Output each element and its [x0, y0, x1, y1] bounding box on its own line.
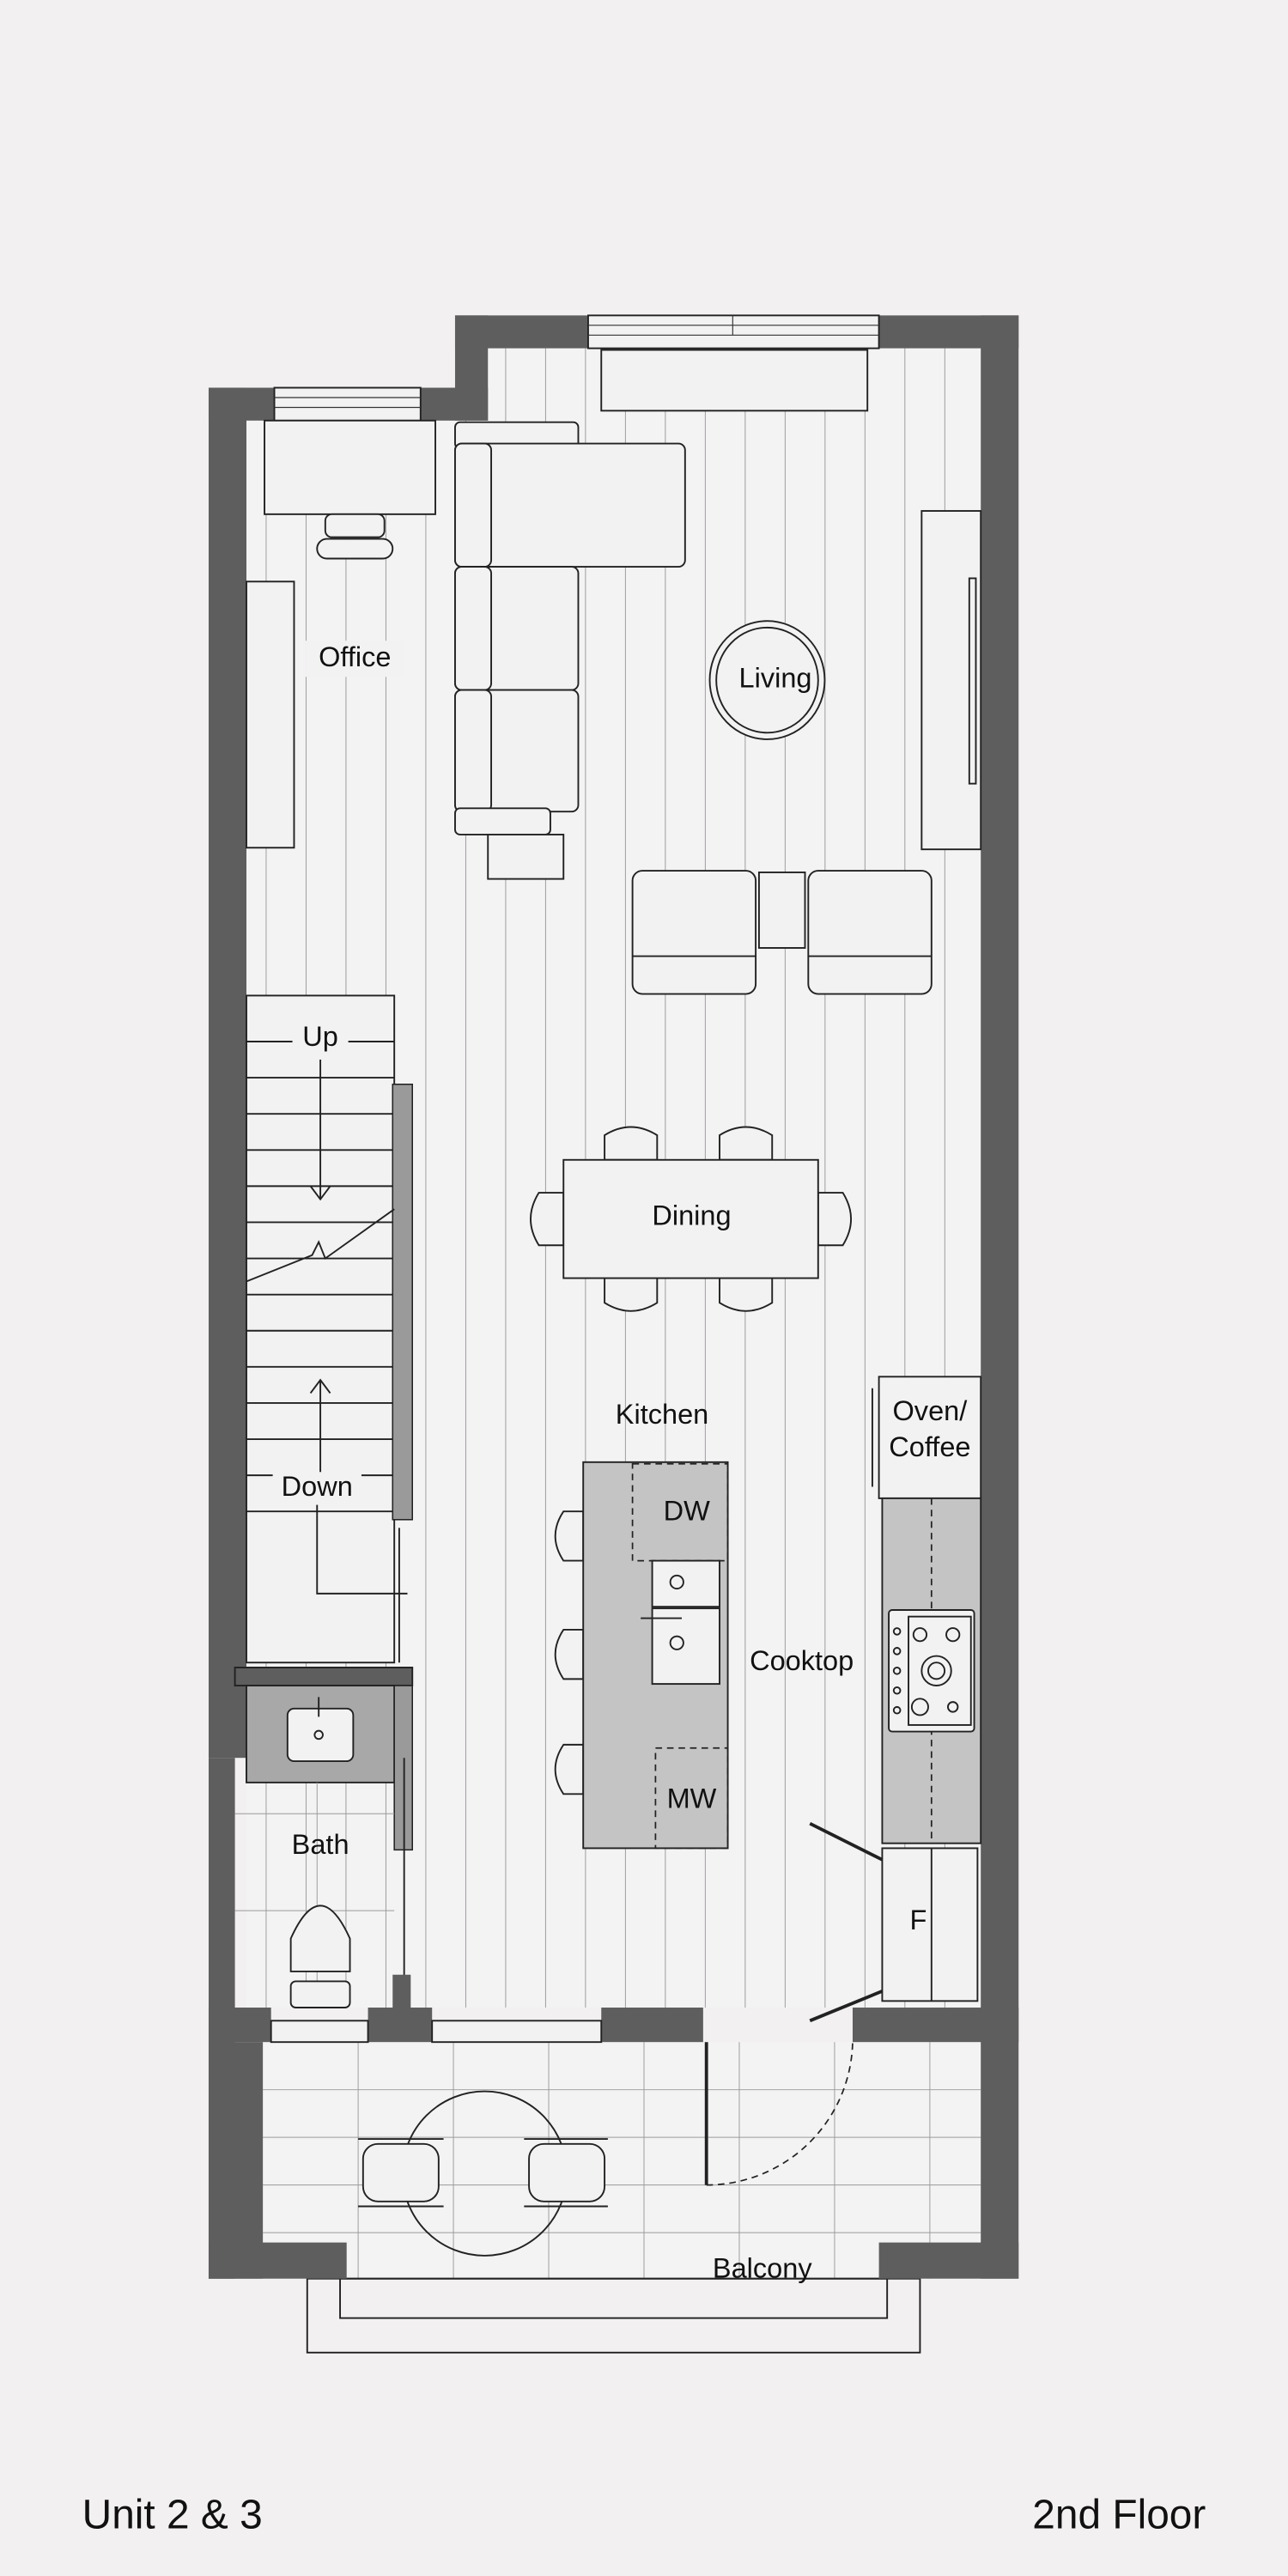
coffee-table — [708, 620, 826, 740]
dining-table — [562, 1158, 819, 1279]
ottoman — [487, 833, 565, 880]
kitchen — [554, 1376, 982, 2186]
fridge — [881, 1847, 979, 2002]
label-office: Office — [319, 641, 391, 672]
bath — [234, 1667, 414, 2008]
tv — [968, 577, 977, 785]
label-kitchen: Kitchen — [616, 1399, 708, 1430]
office-shelf — [246, 580, 295, 849]
desk — [264, 419, 436, 515]
dishwasher — [631, 1462, 729, 1562]
sectional-sofa — [454, 421, 686, 880]
sink — [651, 1559, 720, 1608]
walls — [208, 314, 1019, 2279]
label-microwave: MW — [667, 1783, 717, 1814]
oven-coffee — [878, 1376, 982, 1499]
floor-label: 2nd Floor — [1032, 2493, 1206, 2538]
living — [454, 349, 982, 995]
cooktop — [888, 1609, 975, 1733]
window — [431, 2020, 603, 2044]
bar-stools — [554, 1510, 585, 1795]
office-chair — [324, 513, 386, 538]
window — [270, 2020, 369, 2044]
sink — [286, 1707, 355, 1762]
dining-chairs — [530, 1126, 852, 1312]
side-table — [757, 871, 806, 949]
console — [600, 349, 869, 412]
room-labels: Office Living Up Dining Kitchen Down DW … — [272, 641, 971, 2284]
label-dining: Dining — [652, 1200, 731, 1230]
staircase — [246, 994, 413, 1664]
balcony-chair — [528, 2142, 606, 2202]
microwave — [654, 1747, 729, 1850]
handrail — [392, 1083, 413, 1521]
balcony-area — [263, 2042, 981, 2354]
balcony-chair — [361, 2142, 440, 2202]
label-living: Living — [739, 663, 812, 694]
label-bath: Bath — [292, 1829, 349, 1860]
window — [586, 314, 880, 349]
label-up: Up — [302, 1021, 338, 1052]
label-coffee: Coffee — [889, 1431, 970, 1462]
window — [273, 386, 422, 422]
label-down: Down — [282, 1471, 353, 1502]
label-cooktop: Cooktop — [750, 1645, 854, 1676]
label-dishwasher: DW — [664, 1496, 710, 1527]
label-oven: Oven/ — [893, 1395, 969, 1426]
label-fridge: F — [910, 1905, 927, 1935]
office — [246, 419, 436, 849]
label-balcony: Balcony — [713, 2253, 812, 2284]
unit-label: Unit 2 & 3 — [82, 2493, 263, 2538]
dining — [530, 1126, 852, 1312]
toilet — [289, 1905, 351, 1972]
fridge-door — [809, 1822, 884, 1862]
armchair — [631, 870, 757, 995]
armchair — [807, 870, 933, 995]
